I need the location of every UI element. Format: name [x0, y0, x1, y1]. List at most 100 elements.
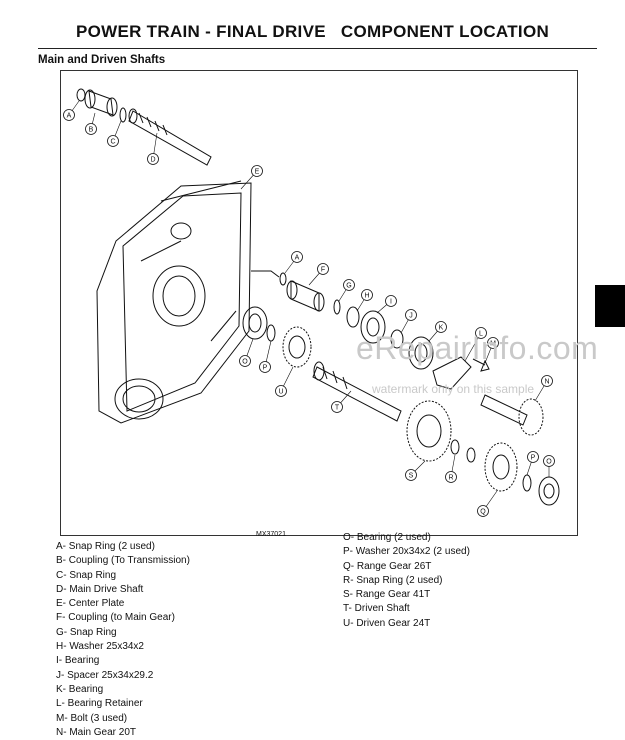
callout-circle — [147, 153, 159, 165]
main-drive-shaft-part — [128, 108, 212, 166]
callout-circle — [487, 337, 499, 349]
snap-ring-a-part — [76, 88, 86, 102]
center-plate-part — [96, 180, 280, 424]
legend-left-column: A- Snap Ring (2 used) B- Coupling (To Tr… — [56, 540, 190, 740]
figure-code: MX37021 — [256, 531, 286, 538]
callout-label: O — [242, 359, 248, 366]
callout-label: P — [263, 365, 268, 372]
callout-label: C — [110, 139, 115, 146]
callout-label: F — [321, 267, 325, 274]
legend-item: P- Washer 20x34x2 (2 used) — [343, 546, 470, 558]
callout-label: S — [409, 473, 414, 480]
callout-circle — [543, 455, 555, 467]
legend-item: E- Center Plate — [56, 598, 125, 610]
snap-ring-g-part — [333, 299, 341, 315]
legend-item: D- Main Drive Shaft — [56, 583, 144, 595]
callout-label: G — [346, 283, 351, 290]
callout-circle — [361, 289, 373, 301]
driven-shaft-t-part — [312, 361, 402, 422]
legend-item: A- Snap Ring (2 used) — [56, 541, 155, 552]
legend-item: N- Main Gear 20T — [56, 726, 137, 738]
callout-label: I — [390, 299, 392, 306]
bearing-k-part — [408, 336, 434, 370]
washer-h-part — [346, 306, 360, 328]
legend-item: R- Snap Ring (2 used) — [343, 574, 443, 586]
spacer-j-part — [390, 329, 404, 349]
callout-label: A — [295, 255, 300, 262]
callout-circle — [541, 375, 553, 387]
legend-item: M- Bolt (3 used) — [56, 712, 128, 724]
legend-item: Q- Range Gear 26T — [343, 560, 432, 572]
callout-circle — [63, 109, 75, 121]
callout-circle — [385, 295, 397, 307]
callout-label: M — [490, 341, 496, 348]
callout-label: Q — [480, 509, 486, 516]
bearing-o-part — [242, 306, 268, 340]
callout-circle — [275, 385, 287, 397]
bearing-o2-part — [538, 476, 560, 506]
callout-label: E — [255, 169, 260, 176]
coupling-b-part — [84, 89, 118, 117]
callout-label: R — [448, 475, 453, 482]
legend-right-column: O- Bearing (2 used) P- Washer 20x34x2 (2… — [343, 531, 470, 631]
callout-label: K — [439, 325, 444, 332]
watermark-note: watermark only on this sample — [372, 382, 535, 396]
callout-circle — [259, 361, 271, 373]
legend-item: G- Snap Ring — [56, 626, 117, 638]
title-rule — [38, 48, 597, 49]
snap-ring-a2-part — [279, 272, 287, 286]
snap-ring-r-part — [450, 439, 460, 455]
callout-circle — [405, 469, 417, 481]
callout-circle — [435, 321, 447, 333]
callout-circle — [291, 251, 303, 263]
legend-item: T- Driven Shaft — [343, 603, 410, 615]
callout-label: P — [531, 455, 536, 462]
callout-circle — [107, 135, 119, 147]
callout-circle — [317, 263, 329, 275]
callout-circle — [527, 451, 539, 463]
callout-label: N — [544, 379, 549, 386]
main-gear-n-part — [480, 394, 544, 436]
callout-circle — [251, 165, 263, 177]
callout-label: B — [89, 127, 94, 134]
bearing-i-part — [360, 310, 386, 344]
legend-item: S- Range Gear 41T — [343, 589, 431, 601]
page-title: POWER TRAIN - FINAL DRIVE COMPONENT LOCA… — [75, 22, 550, 41]
legend-item: J- Spacer 25x34x29.2 — [56, 669, 154, 681]
callout-label: J — [409, 313, 413, 320]
callout-label: O — [546, 459, 552, 466]
driven-gear-u-part — [282, 326, 312, 368]
callout-circle — [331, 401, 343, 413]
callout-circle — [343, 279, 355, 291]
legend-item: H- Washer 25x34x2 — [56, 641, 144, 653]
callout-label: U — [278, 389, 283, 396]
legend-item: K- Bearing — [56, 683, 104, 695]
bolt-m-part — [472, 358, 490, 372]
callout-circle — [475, 327, 487, 339]
callout-circle — [239, 355, 251, 367]
callout-circle — [85, 123, 97, 135]
legend-item: L- Bearing Retainer — [56, 698, 143, 710]
callout-label: D — [150, 157, 155, 164]
legend-item: O- Bearing (2 used) — [343, 532, 431, 543]
legend-item: C- Snap Ring — [56, 569, 117, 581]
watermark-brand: eRepairInfo.com — [356, 330, 599, 366]
legend-item: I- Bearing — [56, 655, 100, 667]
callout-circle — [445, 471, 457, 483]
section-tab-marker — [595, 285, 625, 327]
callout-circle — [405, 309, 417, 321]
section-title: Main and Driven Shafts — [38, 54, 166, 66]
range-gear-s-part — [406, 400, 452, 462]
range-gear-q-part — [484, 442, 518, 492]
callout-circle — [477, 505, 489, 517]
callout-label: T — [335, 405, 340, 412]
washer-p-part — [266, 324, 276, 342]
legend-item: U- Driven Gear 24T — [343, 617, 431, 629]
callout-label: A — [67, 113, 72, 120]
coupling-f-part — [286, 280, 325, 312]
legend-item: F- Coupling (to Main Gear) — [56, 612, 175, 624]
legend-item: B- Coupling (To Transmission) — [56, 555, 190, 567]
bearing-retainer-l-part — [432, 356, 472, 390]
